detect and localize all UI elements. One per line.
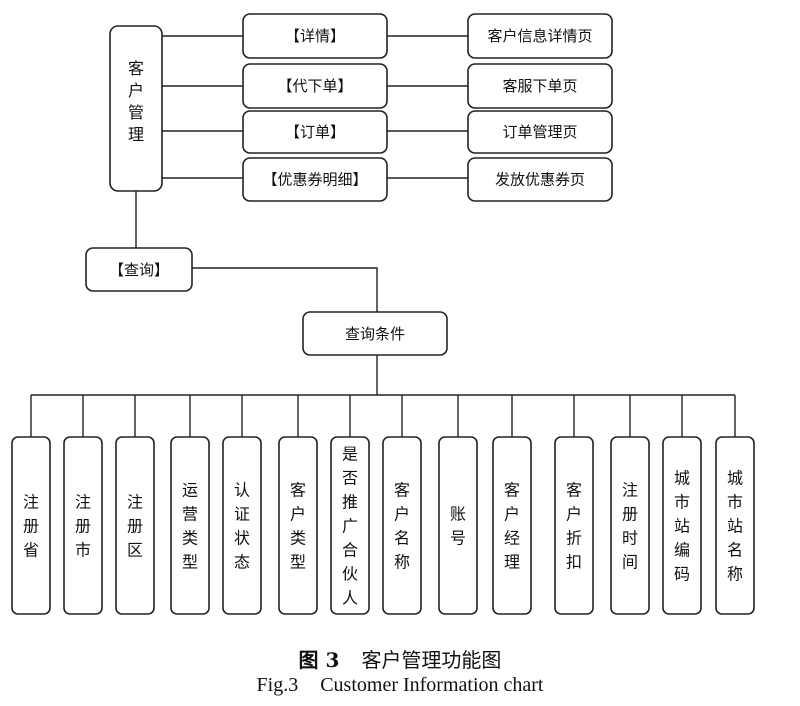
page-node-label: 客户信息详情页 — [487, 27, 592, 45]
page-node-2: 客服下单页 — [467, 63, 613, 109]
condition-node-label: 是否推广合伙人 — [342, 445, 358, 608]
conditions-node: 查询条件 — [302, 311, 448, 356]
conditions-node-label: 查询条件 — [345, 325, 405, 343]
child-connectors — [30, 395, 736, 437]
condition-node-1: 注册省 — [11, 436, 51, 615]
condition-node-8: 客户名称 — [382, 436, 422, 615]
condition-node-label: 注册省 — [23, 493, 39, 560]
condition-node-9: 账号 — [438, 436, 478, 615]
condition-node-label: 注册市 — [75, 493, 91, 560]
figure-caption-english: Fig.3 Customer Information chart — [0, 674, 800, 697]
root-node-customer-management: 客户管理 — [109, 25, 163, 192]
root-node-label: 客户管理 — [128, 59, 144, 144]
page-node-label: 客服下单页 — [502, 77, 577, 95]
condition-node-label: 运营类型 — [182, 481, 198, 572]
condition-node-label: 城市站名称 — [727, 469, 743, 584]
condition-node-3: 注册区 — [115, 436, 155, 615]
condition-node-14: 城市站名称 — [715, 436, 755, 615]
action-node-2: 【代下单】 — [242, 63, 388, 109]
condition-node-10: 客户经理 — [492, 436, 532, 615]
condition-node-label: 客户经理 — [504, 481, 520, 572]
condition-node-label: 客户名称 — [394, 481, 410, 572]
figure-caption-chinese: 图 3 客户管理功能图 — [0, 644, 800, 673]
action-node-label: 【订单】 — [285, 123, 345, 141]
caption-en-prefix: Fig.3 — [256, 674, 299, 696]
condition-node-11: 客户折扣 — [554, 436, 594, 615]
page-node-label: 发放优惠券页 — [495, 171, 585, 189]
page-node-3: 订单管理页 — [467, 110, 613, 154]
condition-node-5: 认证状态 — [222, 436, 262, 615]
condition-node-7: 是否推广合伙人 — [330, 436, 370, 615]
page-node-label: 订单管理页 — [502, 123, 577, 141]
condition-node-13: 城市站编码 — [662, 436, 702, 615]
customer-management-diagram: 客户管理 【详情】【代下单】【订单】【优惠券明细】 客户信息详情页客服下单页订单… — [11, 13, 755, 615]
connector-lines — [31, 35, 735, 396]
page-node-1: 客户信息详情页 — [467, 13, 613, 59]
condition-node-label: 注册区 — [127, 493, 143, 560]
page-node-4: 发放优惠券页 — [467, 157, 613, 202]
action-node-1: 【详情】 — [242, 13, 388, 59]
condition-node-label: 账号 — [450, 505, 466, 548]
condition-node-2: 注册市 — [63, 436, 103, 615]
action-node-label: 【优惠券明细】 — [262, 171, 367, 189]
condition-node-label: 客户折扣 — [566, 481, 582, 572]
query-node: 【查询】 — [85, 247, 193, 292]
query-node-label: 【查询】 — [109, 261, 169, 279]
condition-node-label: 注册时间 — [622, 481, 638, 572]
condition-node-6: 客户类型 — [278, 436, 318, 615]
caption-cn-prefix: 图 3 — [298, 648, 340, 672]
condition-node-label: 客户类型 — [290, 481, 306, 572]
action-nodes: 【详情】【代下单】【订单】【优惠券明细】 — [242, 13, 388, 202]
condition-nodes: 注册省 注册市 注册区 运营类型 认证状态 客户类型 是否推广合伙人 客户名称 账号 客户经理 客户… — [11, 436, 755, 615]
action-node-label: 【详情】 — [285, 27, 345, 45]
action-node-4: 【优惠券明细】 — [242, 157, 388, 202]
caption-cn-title: 客户管理功能图 — [361, 648, 502, 672]
caption-en-title: Customer Information chart — [320, 674, 544, 696]
condition-node-4: 运营类型 — [170, 436, 210, 615]
condition-node-label: 认证状态 — [234, 481, 250, 572]
action-node-label: 【代下单】 — [277, 77, 352, 95]
condition-node-12: 注册时间 — [610, 436, 650, 615]
action-node-3: 【订单】 — [242, 110, 388, 154]
condition-node-label: 城市站编码 — [674, 469, 690, 584]
